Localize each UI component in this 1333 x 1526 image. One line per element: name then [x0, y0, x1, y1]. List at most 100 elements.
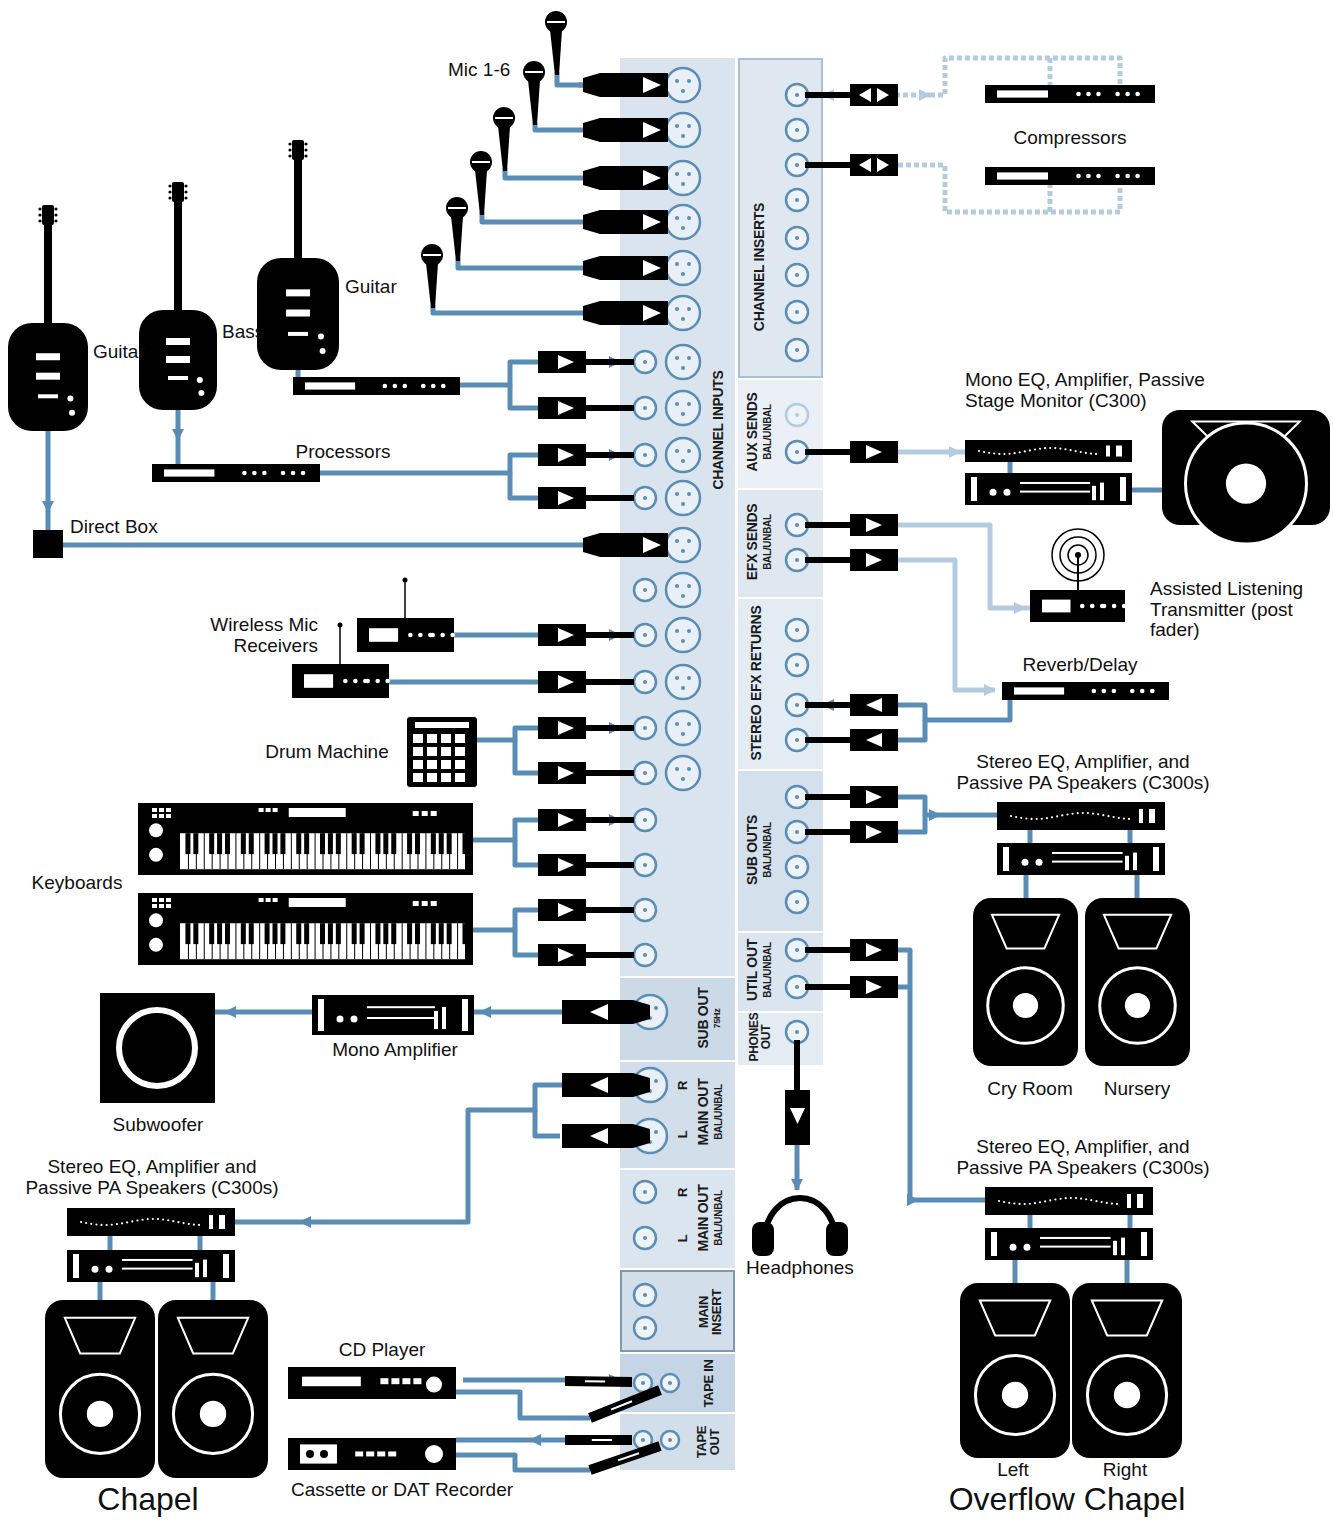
mic-head [493, 107, 515, 129]
button [152, 898, 157, 902]
button [159, 904, 164, 908]
xlr-jack [666, 528, 700, 562]
cable [1008, 462, 1013, 473]
black-key [280, 833, 285, 854]
rack-unit [67, 1208, 235, 1236]
button [166, 808, 171, 812]
knob [990, 489, 997, 496]
jack [786, 301, 808, 323]
cable [46, 431, 51, 433]
button [266, 898, 271, 902]
knob [343, 679, 348, 684]
knob [426, 1377, 442, 1393]
button [159, 808, 164, 812]
plug-arrow [866, 980, 882, 994]
button [431, 811, 437, 816]
tuner [184, 184, 187, 187]
device-group: Wireless Mic Receivers [180, 575, 457, 700]
meter [203, 1260, 207, 1278]
device-group: Compressors [930, 50, 1160, 240]
handle [1141, 1232, 1147, 1256]
mic-head [421, 244, 443, 266]
black-key [249, 923, 254, 944]
xlr-plug [583, 166, 668, 190]
plug-arrow [866, 698, 882, 712]
cable [460, 383, 465, 388]
pin [654, 1006, 658, 1010]
eq-dot [141, 1219, 143, 1221]
cable [510, 473, 538, 498]
black-key [415, 833, 420, 854]
section-label: BAL/UNBAL [714, 1190, 724, 1246]
jack-hole [795, 310, 799, 314]
pin [675, 356, 679, 360]
meter [1100, 483, 1104, 501]
key-line [235, 833, 236, 869]
vent [1040, 1246, 1111, 1248]
button [355, 1451, 363, 1456]
jack-hole [795, 163, 799, 167]
knob [440, 633, 445, 638]
wheel [149, 848, 163, 862]
subwoofer-cone [119, 1010, 195, 1086]
pin [687, 492, 691, 496]
rack-unit [292, 664, 389, 698]
plug-shaft [586, 495, 634, 501]
vent [1052, 852, 1123, 854]
button [166, 814, 171, 818]
jack-hole [643, 680, 647, 684]
cable [823, 560, 995, 690]
eq-dot [1008, 1202, 1010, 1204]
jack-plug [850, 84, 898, 106]
device-label: Guitar [93, 342, 145, 363]
tuner [288, 142, 291, 145]
section-label: STEREO EFX RETURNS [749, 606, 763, 761]
knob [1086, 174, 1091, 179]
cable [940, 813, 997, 818]
eq-dot [1065, 1197, 1067, 1199]
plug-shaft [586, 907, 634, 913]
jack-hole [795, 236, 799, 240]
speaker [45, 1300, 155, 1478]
button [422, 901, 428, 906]
device-label: Guitar [345, 277, 397, 298]
key-line [457, 923, 458, 959]
jack-hole [641, 1381, 645, 1385]
jack-hole [643, 1326, 647, 1330]
pin [681, 89, 685, 93]
device-group: Bass [140, 180, 268, 415]
tuner [38, 219, 41, 222]
eq-dot [1095, 1200, 1097, 1202]
cable [473, 838, 475, 843]
pad [413, 734, 423, 743]
cable [108, 1236, 113, 1250]
device-label: Bass [222, 322, 264, 343]
jack-hole [795, 523, 799, 527]
eq-dot [121, 1222, 123, 1224]
plug-shaft [805, 737, 850, 743]
pickup [286, 310, 310, 317]
key-line [402, 923, 403, 959]
black-key [209, 833, 214, 854]
jack [786, 694, 808, 716]
device-label: Mic 1-6 [448, 60, 510, 81]
key-line [370, 923, 371, 959]
knob [1076, 174, 1081, 179]
cable [46, 433, 51, 512]
eq-dot [1085, 452, 1087, 454]
neck [294, 158, 302, 268]
device-group: Processors [150, 440, 470, 485]
section-label: CHANNEL INPUTS [711, 370, 725, 489]
knob [375, 679, 380, 684]
panel-section: STEREO EFX RETURNS [738, 599, 823, 769]
jack-hole [643, 771, 647, 775]
eq-dot [998, 453, 1000, 455]
guitar-body [257, 258, 339, 370]
mic-grille [495, 117, 513, 119]
meter [1125, 856, 1129, 870]
mic-handle [451, 216, 463, 261]
eq-dot [1054, 1198, 1056, 1200]
mic-grille [472, 161, 490, 163]
jack [786, 856, 808, 878]
button [273, 898, 278, 902]
